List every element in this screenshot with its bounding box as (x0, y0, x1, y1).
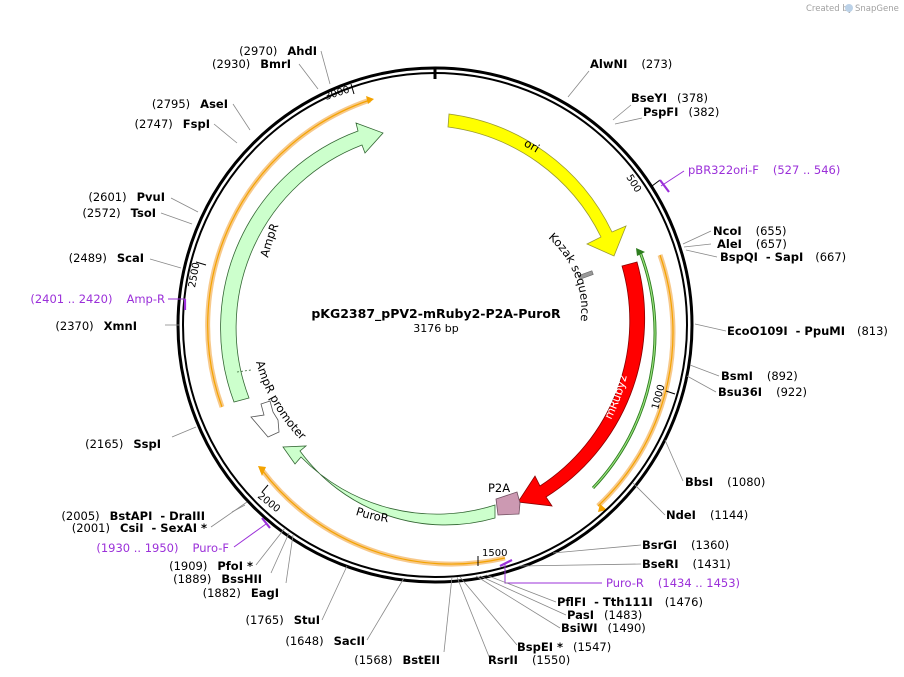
plasmid-name: pKG2387_pPV2-mRuby2-P2A-PuroR (311, 306, 561, 322)
feature-ori[interactable] (447, 113, 627, 257)
enzyme-site[interactable]: (1909)PfoI * (169, 559, 253, 573)
enzyme-site[interactable]: (2930)BmrI (212, 57, 291, 71)
enzyme-site[interactable]: PflFI - Tth111I(1476) (557, 595, 703, 609)
enzyme-site[interactable]: Bsu36I(922) (718, 385, 807, 399)
enzyme-labels-left: (1568)BstEII (1648)SacII (1765)StuI (188… (55, 44, 440, 667)
enzyme-site[interactable]: RsrII(1550) (488, 653, 570, 667)
snapgene-logo-icon (845, 4, 853, 12)
primer-label[interactable]: Puro-R(1434 .. 1453) (606, 576, 740, 590)
feature-puror[interactable] (282, 445, 496, 526)
enzyme-site[interactable]: (1648)SacII (285, 634, 365, 648)
orf-arcs (205, 96, 676, 567)
enzyme-site[interactable]: (2795)AseI (152, 97, 228, 111)
feature-p2a[interactable] (495, 491, 521, 516)
feature-kozak[interactable] (578, 270, 594, 280)
enzyme-site[interactable]: AlwNI(273) (590, 57, 672, 71)
enzyme-site[interactable]: (2005)BstAPI - DraIII (61, 509, 205, 523)
enzyme-site[interactable]: AleI(657) (717, 237, 787, 251)
feature-mruby2[interactable] (517, 261, 646, 507)
plasmid-length: 3176 bp (413, 322, 458, 335)
enzyme-site[interactable]: EcoO109I - PpuMI(813) (727, 324, 888, 338)
enzyme-site[interactable]: (1889)BssHII (173, 572, 262, 586)
feature-ori-label: ori (522, 136, 542, 156)
enzyme-site[interactable]: PasI(1483) (567, 608, 642, 622)
enzyme-site[interactable]: BsiWI(1490) (561, 621, 646, 635)
enzyme-site[interactable]: (2001)CsiI - SexAI * (72, 521, 207, 535)
enzyme-site[interactable]: (2601)PvuI (88, 190, 165, 204)
enzyme-site[interactable]: (2970)AhdI (239, 44, 317, 58)
enzyme-site[interactable]: (2747)FspI (135, 117, 210, 131)
primer-labels: pBR322ori-F(527 .. 546) Puro-R(1434 .. 1… (30, 163, 840, 590)
feature-ampr-promoter-label: AmpR promoter (253, 359, 309, 443)
credit-text: Created by (806, 4, 853, 14)
enzyme-site[interactable]: (1882)EagI (203, 586, 279, 600)
tick-3000: 3000 (324, 85, 352, 103)
enzyme-site[interactable]: BspEI *(1547) (517, 640, 611, 654)
enzyme-labels: AlwNI(273) BseYI(378) PspFI(382) NcoI(65… (488, 57, 888, 667)
feature-ampr-promoter[interactable] (250, 400, 280, 438)
enzyme-site[interactable]: BsmI(892) (721, 369, 798, 383)
enzyme-site[interactable]: NdeI(1144) (666, 508, 748, 522)
tick-1500: 1500 (482, 548, 507, 559)
enzyme-site[interactable]: (2489)ScaI (69, 251, 144, 265)
enzyme-lines (149, 50, 727, 660)
enzyme-site[interactable]: (2165)SspI (85, 437, 161, 451)
credit-brand: SnapGene (855, 4, 899, 14)
enzyme-site[interactable]: PspFI(382) (643, 105, 719, 119)
enzyme-site[interactable]: BspQI - SapI(667) (720, 250, 846, 264)
feature-p2a-label: P2A (488, 481, 510, 495)
enzyme-site[interactable]: (2370)XmnI (55, 319, 137, 333)
enzyme-site[interactable]: (1765)StuI (246, 613, 321, 627)
primer-marks (168, 170, 685, 584)
enzyme-site[interactable]: BbsI(1080) (685, 475, 765, 489)
enzyme-site[interactable]: (1568)BstEII (354, 653, 440, 667)
tick-2500: 2500 (187, 262, 202, 289)
enzyme-site[interactable]: BsrGI(1360) (642, 538, 729, 552)
enzyme-site[interactable]: BseYI(378) (631, 91, 708, 105)
primer-label[interactable]: (1930 .. 1950)Puro-F (96, 541, 229, 555)
enzyme-site[interactable]: BseRI(1431) (642, 557, 731, 571)
feature-ampr[interactable] (220, 122, 384, 403)
enzyme-site[interactable]: (2572)TsoI (82, 206, 156, 220)
enzyme-site[interactable]: NcoI(655) (713, 224, 787, 238)
tick-500: 500 (623, 173, 642, 195)
primer-label[interactable]: (2401 .. 2420)Amp-R (30, 292, 165, 306)
primer-label[interactable]: pBR322ori-F(527 .. 546) (688, 163, 840, 177)
snapgene-credit: Created by SnapGene (806, 4, 899, 14)
